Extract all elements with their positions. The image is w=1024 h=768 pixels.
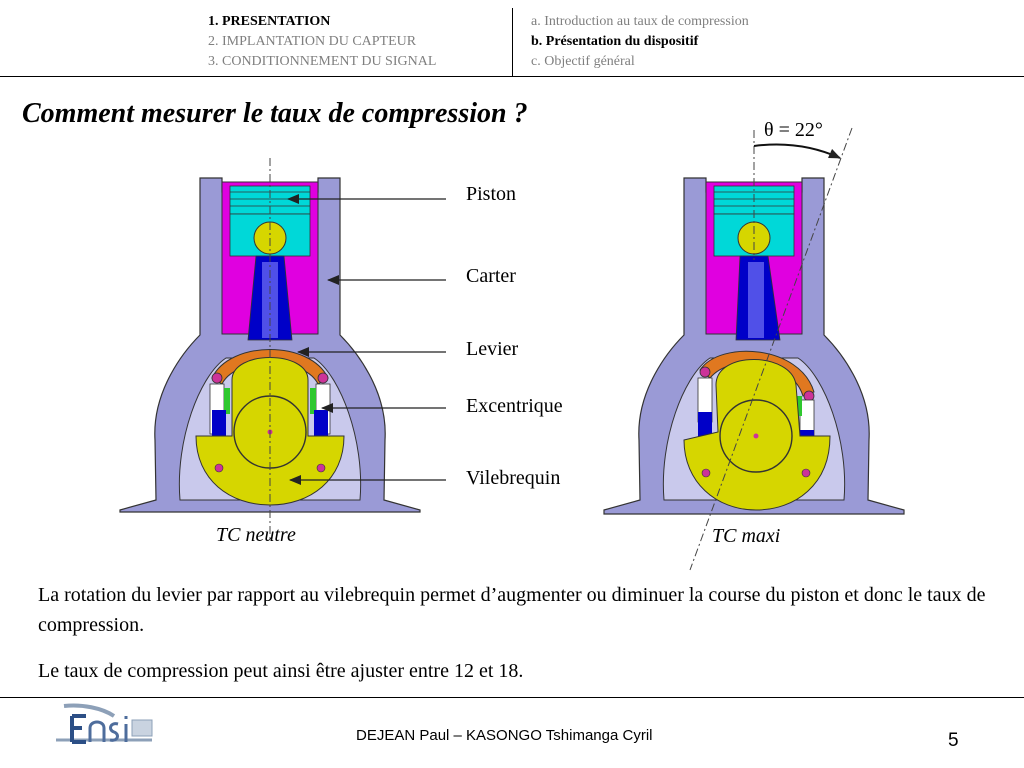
caption-neutral: TC neutre	[216, 524, 296, 546]
subsection-nav: a. Introduction au taux de compression b…	[531, 12, 831, 72]
header-divider	[512, 8, 513, 76]
leader-lines	[287, 194, 446, 485]
nav-section-presentation[interactable]: 1. PRESENTATION	[208, 14, 331, 29]
nav-section-conditionnement[interactable]: 3. CONDITIONNEMENT DU SIGNAL	[208, 54, 437, 69]
header-rule	[0, 76, 1024, 77]
footer-rule	[0, 697, 1024, 698]
label-levier: Levier	[466, 338, 519, 360]
ensi-logo	[52, 702, 162, 750]
paragraph-rotation: La rotation du levier par rapport au vil…	[38, 584, 986, 636]
label-vilebrequin: Vilebrequin	[466, 467, 561, 489]
engine-maxi-drawing	[603, 127, 905, 571]
slide-title: Comment mesurer le taux de compression ?	[22, 98, 528, 129]
label-carter: Carter	[466, 265, 516, 287]
nav-subsection-introduction[interactable]: a. Introduction au taux de compression	[531, 14, 749, 29]
label-excentrique: Excentrique	[466, 395, 563, 417]
angle-label: θ = 22°	[764, 119, 823, 141]
paragraph-range: Le taux de compression peut ainsi être a…	[38, 660, 524, 682]
nav-subsection-presentation[interactable]: b. Présentation du dispositif	[531, 34, 699, 49]
engine-neutral-drawing	[119, 158, 421, 540]
nav-subsection-objectif[interactable]: c. Objectif général	[531, 54, 635, 69]
nav-section-implantation[interactable]: 2. IMPLANTATION DU CAPTEUR	[208, 34, 417, 49]
caption-maxi: TC maxi	[712, 525, 781, 547]
section-nav: 1. PRESENTATION 2. IMPLANTATION DU CAPTE…	[208, 12, 508, 72]
footer-authors: DEJEAN Paul – KASONGO Tshimanga Cyril	[356, 727, 653, 744]
angle-arc	[753, 143, 841, 159]
page-number: 5	[948, 730, 959, 751]
label-piston: Piston	[466, 183, 517, 205]
